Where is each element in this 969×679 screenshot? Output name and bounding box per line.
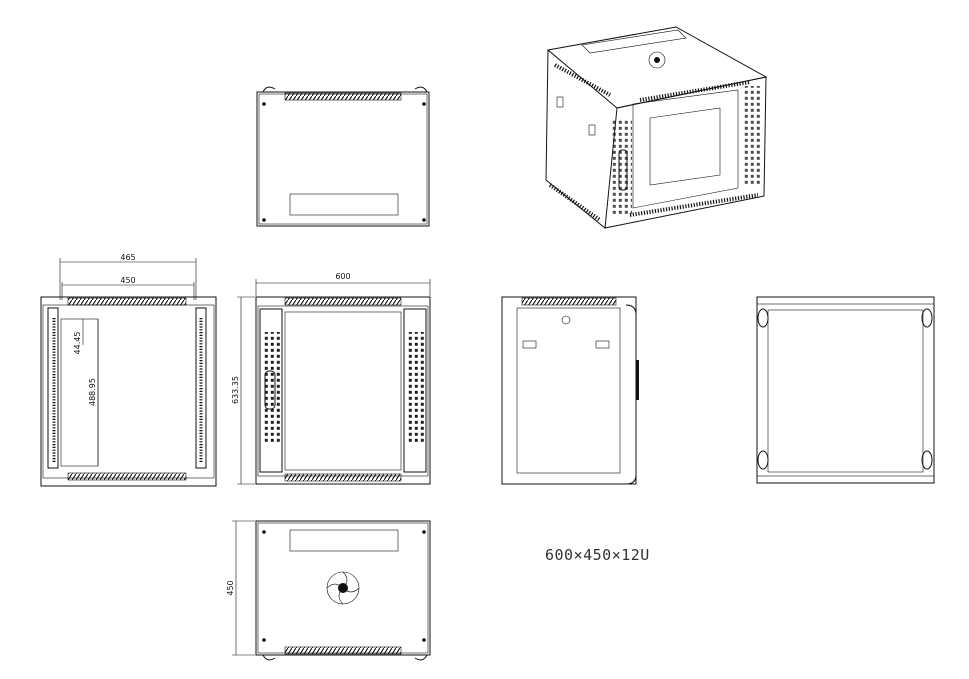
dim-side-inner-width: 450 <box>120 276 135 285</box>
side-view <box>40 296 217 487</box>
top-view <box>256 86 430 227</box>
front-dimension-lines <box>237 279 431 485</box>
bottom-view <box>255 520 431 661</box>
dim-front-height: 633.35 <box>231 376 240 404</box>
front-view <box>255 296 431 485</box>
dim-bottom-depth: 450 <box>226 580 235 595</box>
isometric-view <box>545 26 768 229</box>
back-view <box>756 296 935 484</box>
side-dimension-lines <box>59 258 197 466</box>
model-label: 600×450×12U <box>545 546 650 564</box>
dim-front-width: 600 <box>335 272 350 281</box>
dim-side-rail-offset: 44.45 <box>73 332 82 355</box>
dim-side-rail-height: 488.95 <box>88 378 97 406</box>
rear-view <box>501 296 639 485</box>
dim-side-outer-width: 465 <box>120 253 135 262</box>
bottom-dimension-lines <box>232 520 255 656</box>
